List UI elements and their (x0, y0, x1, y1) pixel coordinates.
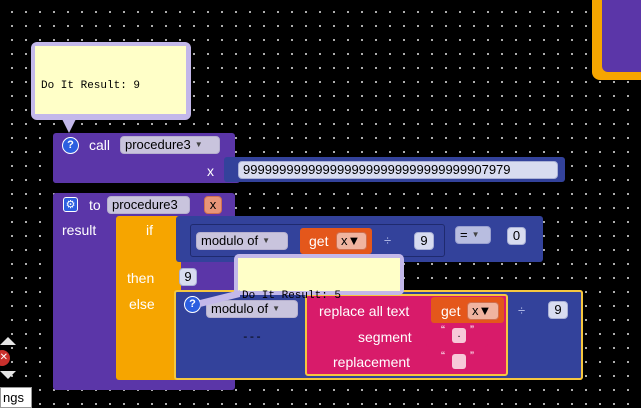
modulo-label: modulo of (201, 233, 259, 248)
segment-label: segment (358, 329, 412, 345)
arg-label-x: x (207, 163, 214, 179)
get-label-else: get (441, 303, 461, 319)
quote-close-icon: ” (470, 349, 474, 363)
modulo-dropdown-else[interactable]: modulo of▼ (206, 300, 298, 318)
result-separator: --- (242, 332, 262, 344)
gear-icon[interactable]: ⚙ (63, 197, 78, 212)
modulo-label-else: modulo of (211, 301, 269, 316)
help-icon[interactable]: ? (62, 137, 79, 154)
compare-value[interactable]: 0 (507, 227, 526, 245)
chevron-up-icon[interactable] (0, 337, 16, 345)
chevron-down-icon: ▼ (262, 236, 271, 245)
divide-sign: ÷ (384, 233, 392, 248)
result-separator: --- (41, 122, 61, 134)
show-warnings-button[interactable]: ngs (0, 387, 32, 408)
divisor-value[interactable]: 9 (414, 232, 434, 250)
procedure-dropdown[interactable]: procedure3▼ (120, 136, 220, 154)
quote-close-icon: ” (470, 323, 474, 337)
warning-close-icon[interactable]: ✕ (0, 350, 10, 366)
replace-all-text-label: replace all text (319, 303, 410, 319)
quote-open-icon: “ (441, 349, 445, 363)
chevron-down-icon: ▼ (347, 233, 361, 248)
call-arg-row (53, 158, 240, 183)
chevron-down-icon: ▼ (478, 303, 492, 318)
divisor-value-else[interactable]: 9 (548, 301, 568, 319)
variable-name-else: x (472, 303, 479, 318)
variable-name: x (341, 233, 348, 248)
if-label: if (146, 222, 153, 238)
result-line: Do It Result: 9 (41, 80, 141, 92)
do-it-result-text: Do It Result: 9 --- (35, 46, 186, 134)
compare-operator-dropdown[interactable]: =▼ (455, 226, 491, 244)
chevron-down-icon: ▼ (194, 140, 203, 149)
compare-operator: = (460, 227, 468, 242)
chevron-down-icon: ▼ (471, 230, 480, 239)
chevron-down-icon[interactable] (0, 371, 16, 379)
replacement-label: replacement (333, 354, 411, 370)
help-icon[interactable]: ? (184, 296, 201, 313)
divide-sign-else: ÷ (518, 303, 526, 318)
chevron-down-icon: ▼ (272, 304, 281, 313)
then-label: then (127, 270, 155, 286)
variable-dropdown-else[interactable]: x▼ (467, 302, 499, 320)
partial-block-inner (602, 0, 641, 72)
procedure-name: procedure3 (125, 137, 191, 152)
variable-dropdown[interactable]: x▼ (336, 232, 367, 250)
result-label: result (62, 222, 97, 238)
call-keyword: call (89, 137, 111, 153)
then-value[interactable]: 9 (179, 268, 197, 286)
get-label: get (309, 233, 329, 249)
number-value[interactable]: 9999999999999999999999999999999907979 (238, 161, 558, 179)
quote-open-icon: “ (441, 323, 445, 337)
segment-text-field[interactable]: . (452, 328, 466, 343)
modulo-dropdown[interactable]: modulo of▼ (196, 232, 288, 250)
bubble-pointer (62, 119, 76, 133)
do-it-result-text: Do It Result: 5 --- (238, 258, 400, 344)
replacement-text-field[interactable] (452, 354, 466, 369)
param-x[interactable]: x (204, 196, 222, 214)
to-keyword: to (89, 197, 101, 213)
else-label: else (129, 296, 155, 312)
result-line: Do It Result: 5 (242, 290, 342, 302)
procedure-name-field[interactable]: procedure3 (107, 196, 190, 214)
